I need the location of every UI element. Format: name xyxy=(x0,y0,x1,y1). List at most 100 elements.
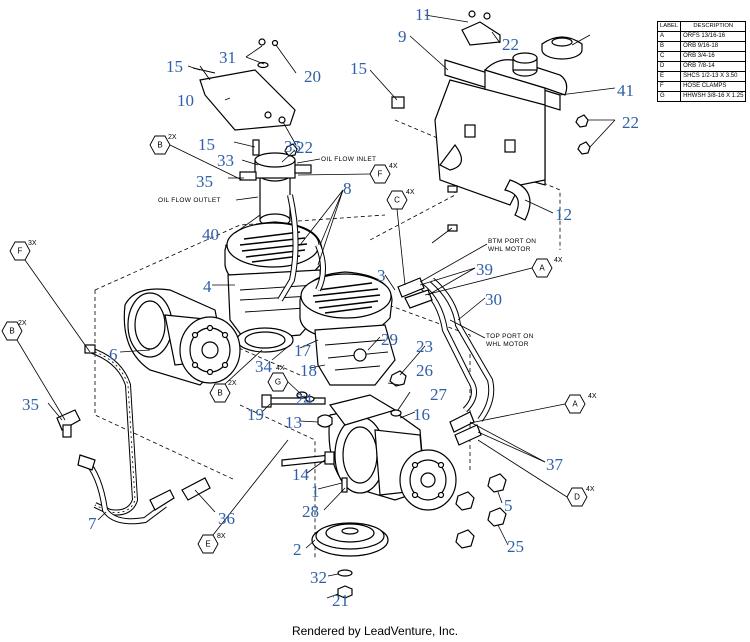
reservoir-cap xyxy=(541,36,583,60)
oil-filter-assembly xyxy=(239,139,312,227)
svg-text:4X: 4X xyxy=(588,393,597,400)
legend-header-description: DESCRIPTION xyxy=(680,21,747,32)
callout-b-left: B 2X xyxy=(1,320,66,421)
part-number: 3 xyxy=(377,266,386,285)
part-number: 25 xyxy=(507,537,524,556)
legend-label: F xyxy=(656,81,682,92)
svg-text:4X: 4X xyxy=(586,486,595,493)
part-number: 27 xyxy=(430,385,448,404)
part-number: 28 xyxy=(302,502,319,521)
part-number: 26 xyxy=(416,361,433,380)
hydraulic-reservoir xyxy=(434,52,568,221)
part-number: 29 xyxy=(381,330,398,349)
top-port-note-line2: WHL MOTOR xyxy=(486,341,529,348)
callout-d: D 4X xyxy=(477,439,595,507)
part-number: 20 xyxy=(304,67,321,86)
svg-text:A: A xyxy=(572,400,578,409)
part-number: 30 xyxy=(485,290,502,309)
part-number: 39 xyxy=(476,260,493,279)
svg-text:D: D xyxy=(574,493,580,502)
callout-b-pump: B 2X xyxy=(209,349,263,403)
svg-text:B: B xyxy=(9,327,14,336)
part-number: 19 xyxy=(247,405,264,424)
legend-description: SHCS 1/2-13 X 3.50 xyxy=(680,71,747,82)
legend-description: ORB 3/4-16 xyxy=(680,51,747,62)
callout-c: C 4X xyxy=(386,189,415,286)
footer-credit: Rendered by LeadVenture, Inc. xyxy=(291,624,459,638)
flow-notes: OIL FLOW INLET OIL FLOW OUTLET BTM PORT … xyxy=(158,156,536,348)
svg-text:4X: 4X xyxy=(389,163,398,170)
part-number-labels: 1 2 3 4 5 6 7 8 9 10 11 12 13 14 15 15 1… xyxy=(22,5,639,610)
part-number: 24 xyxy=(295,390,313,409)
fittings xyxy=(56,96,591,511)
bracket-11 xyxy=(461,10,501,46)
bolts xyxy=(261,370,407,467)
svg-text:3X: 3X xyxy=(28,240,37,247)
part-number: 15 xyxy=(166,57,183,76)
legend-header-label: LABEL xyxy=(656,21,682,32)
legend-label: A xyxy=(656,31,682,42)
filter-bracket xyxy=(192,38,296,131)
legend-label: C xyxy=(656,51,682,62)
pulley-hardware xyxy=(337,477,353,599)
svg-text:2X: 2X xyxy=(18,320,27,327)
btm-port-note-line1: BTM PORT ON xyxy=(488,238,536,245)
callout-a-lower: A 4X xyxy=(469,393,597,424)
svg-text:4X: 4X xyxy=(554,257,563,264)
part-number: 5 xyxy=(504,496,513,515)
callout-g: G 4X xyxy=(267,365,303,396)
svg-text:F: F xyxy=(378,170,383,179)
oil-flow-inlet-note: OIL FLOW INLET xyxy=(321,156,376,163)
svg-text:B: B xyxy=(217,389,222,398)
part-number: 17 xyxy=(294,341,312,360)
part-number: 11 xyxy=(415,5,431,24)
callout-b-filter: B 2X xyxy=(149,134,243,181)
svg-text:A: A xyxy=(539,264,545,273)
part-number: 2 xyxy=(293,540,302,559)
part-number: 4 xyxy=(203,277,212,296)
legend-description: ORB 7/8-14 xyxy=(680,61,747,72)
part-number: 18 xyxy=(300,361,317,380)
part-number: 22 xyxy=(502,35,519,54)
btm-port-note-line2: WHL MOTOR xyxy=(488,246,531,253)
legend-label: D xyxy=(656,61,682,72)
svg-text:2X: 2X xyxy=(228,380,237,387)
part-number: 35 xyxy=(196,172,213,191)
legend-description: ORFS 13/16-16 xyxy=(680,31,747,42)
part-number: 12 xyxy=(555,205,572,224)
part-number: 14 xyxy=(292,465,310,484)
callout-f-filter: F 4X xyxy=(297,163,398,184)
part-number: 8 xyxy=(343,179,352,198)
part-number: 35 xyxy=(22,395,39,414)
svg-text:8X: 8X xyxy=(217,533,226,540)
legend-header-row: LABEL DESCRIPTION xyxy=(656,21,747,32)
wheel-motor-right xyxy=(328,394,457,511)
part-number: 41 xyxy=(617,81,634,100)
part-number: 32 xyxy=(310,568,327,587)
wheel-motor-left xyxy=(123,288,241,386)
part-number: 21 xyxy=(332,591,349,610)
svg-text:G: G xyxy=(275,378,281,387)
legend-label: E xyxy=(656,71,682,82)
legend-label: B xyxy=(656,41,682,52)
leader-lines xyxy=(47,14,616,599)
part-number: 36 xyxy=(218,509,235,528)
part-number: 37 xyxy=(546,455,564,474)
part-number: 13 xyxy=(285,413,302,432)
part-number: 35 xyxy=(284,137,301,156)
part-number: 22 xyxy=(296,138,313,157)
part-number: 15 xyxy=(198,135,215,154)
callout-a-upper: A 4X xyxy=(424,257,563,296)
part-number: 9 xyxy=(398,27,407,46)
legend-description: HOSE CLAMPS xyxy=(680,81,747,92)
callout-e: E 8X xyxy=(197,439,289,554)
part-number: 33 xyxy=(217,151,234,170)
fan-fins-right xyxy=(312,282,381,314)
part-number: 6 xyxy=(109,345,118,364)
